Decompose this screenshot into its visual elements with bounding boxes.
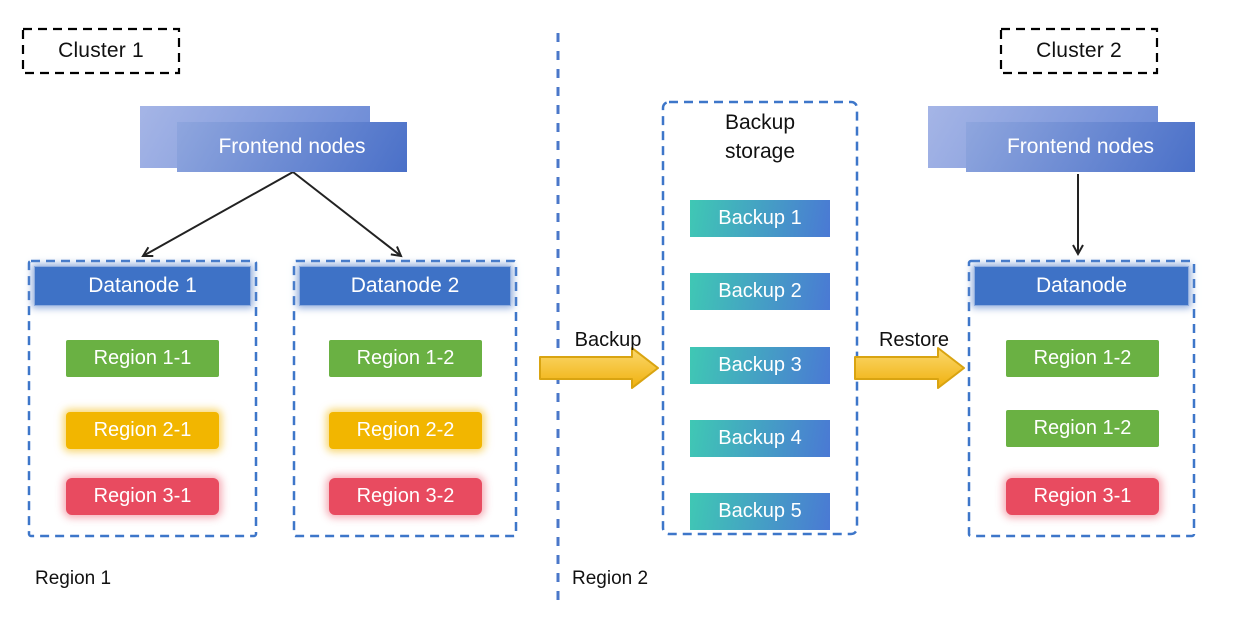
cluster2-datanode-container-outline [967, 259, 1196, 538]
region-chip: Region 1-1 [66, 340, 219, 377]
backup-storage-container-outline [661, 100, 859, 536]
datanode1-header: Datanode 1 [34, 266, 251, 306]
region-chip: Region 3-1 [66, 478, 219, 515]
datanode2-header: Datanode 2 [299, 266, 511, 306]
cluster2-label: Cluster 2 [1036, 39, 1122, 62]
region-chip: Region 3-1 [1006, 478, 1159, 515]
datanode2-container-outline [292, 259, 518, 538]
region-chip: Region 2-2 [329, 412, 482, 449]
restore-flow-label: Restore [878, 329, 950, 351]
backup-item: Backup 5 [690, 493, 830, 530]
frontend-to-datanode2-arrow [292, 171, 403, 258]
backup-storage-title: Backup storage [724, 111, 796, 163]
region-chip: Region 1-2 [1006, 340, 1159, 377]
region-chip: Region 3-2 [329, 478, 482, 515]
frontend-nodes-cluster2: Frontend nodes [966, 122, 1195, 172]
region-chip: Region 1-2 [329, 340, 482, 377]
backup-flow-arrow-icon [539, 347, 659, 389]
region2-footer-label: Region 2 [572, 568, 649, 589]
cluster2-datanode-header: Datanode [974, 266, 1189, 306]
backup-item: Backup 4 [690, 420, 830, 457]
backup-item: Backup 2 [690, 273, 830, 310]
frontend-to-datanode1-arrow [141, 171, 294, 258]
region-chip: Region 2-1 [66, 412, 219, 449]
datanode1-container-outline [27, 259, 258, 538]
cluster1-box-outline [21, 27, 181, 75]
backup-flow-label: Backup [574, 329, 642, 351]
cluster1-label: Cluster 1 [58, 39, 144, 62]
cluster2-box-outline [999, 27, 1159, 75]
region-chip: Region 1-2 [1006, 410, 1159, 447]
backup-item: Backup 1 [690, 200, 830, 237]
restore-flow-arrow-icon [854, 347, 965, 389]
region1-footer-label: Region 1 [35, 568, 112, 589]
backup-item: Backup 3 [690, 347, 830, 384]
frontend-nodes-cluster1: Frontend nodes [177, 122, 407, 172]
